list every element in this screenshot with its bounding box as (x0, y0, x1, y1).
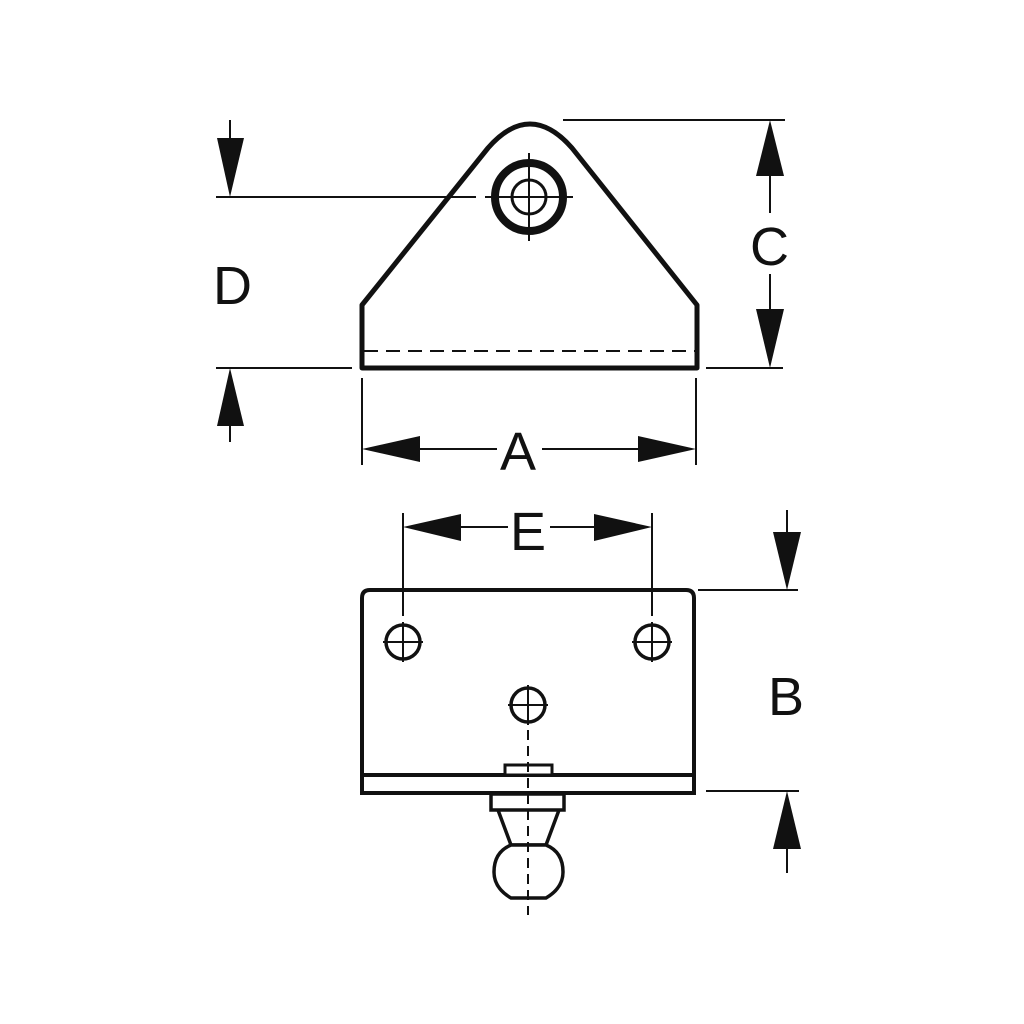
arrow-down-icon (756, 309, 784, 368)
mounting-hole-right (632, 622, 672, 662)
label-b: B (768, 667, 804, 727)
dimension-d: D (213, 120, 476, 442)
arrow-down-icon (773, 532, 801, 590)
mounting-hole-center (508, 685, 548, 725)
bracket-tab-outline (359, 121, 700, 371)
arrow-up-icon (756, 120, 784, 176)
top-view (360, 588, 696, 915)
dimension-c: C (563, 119, 789, 369)
label-e: E (510, 502, 546, 562)
arrow-left-icon (403, 514, 461, 541)
dimension-e: E (402, 502, 653, 616)
arrow-right-icon (638, 436, 696, 462)
label-a: A (500, 422, 536, 482)
label-c: C (750, 217, 789, 277)
base-plate-outline (360, 588, 696, 795)
arrow-left-icon (362, 436, 420, 462)
label-d: D (213, 256, 252, 316)
arrow-down-icon (217, 138, 244, 197)
front-view (359, 121, 700, 371)
arrow-up-icon (217, 368, 244, 426)
mounting-hole-left (383, 622, 423, 662)
arrow-right-icon (594, 514, 652, 541)
arrow-up-icon (773, 791, 801, 849)
dimension-b: B (698, 510, 804, 873)
dimension-a: A (361, 378, 697, 482)
